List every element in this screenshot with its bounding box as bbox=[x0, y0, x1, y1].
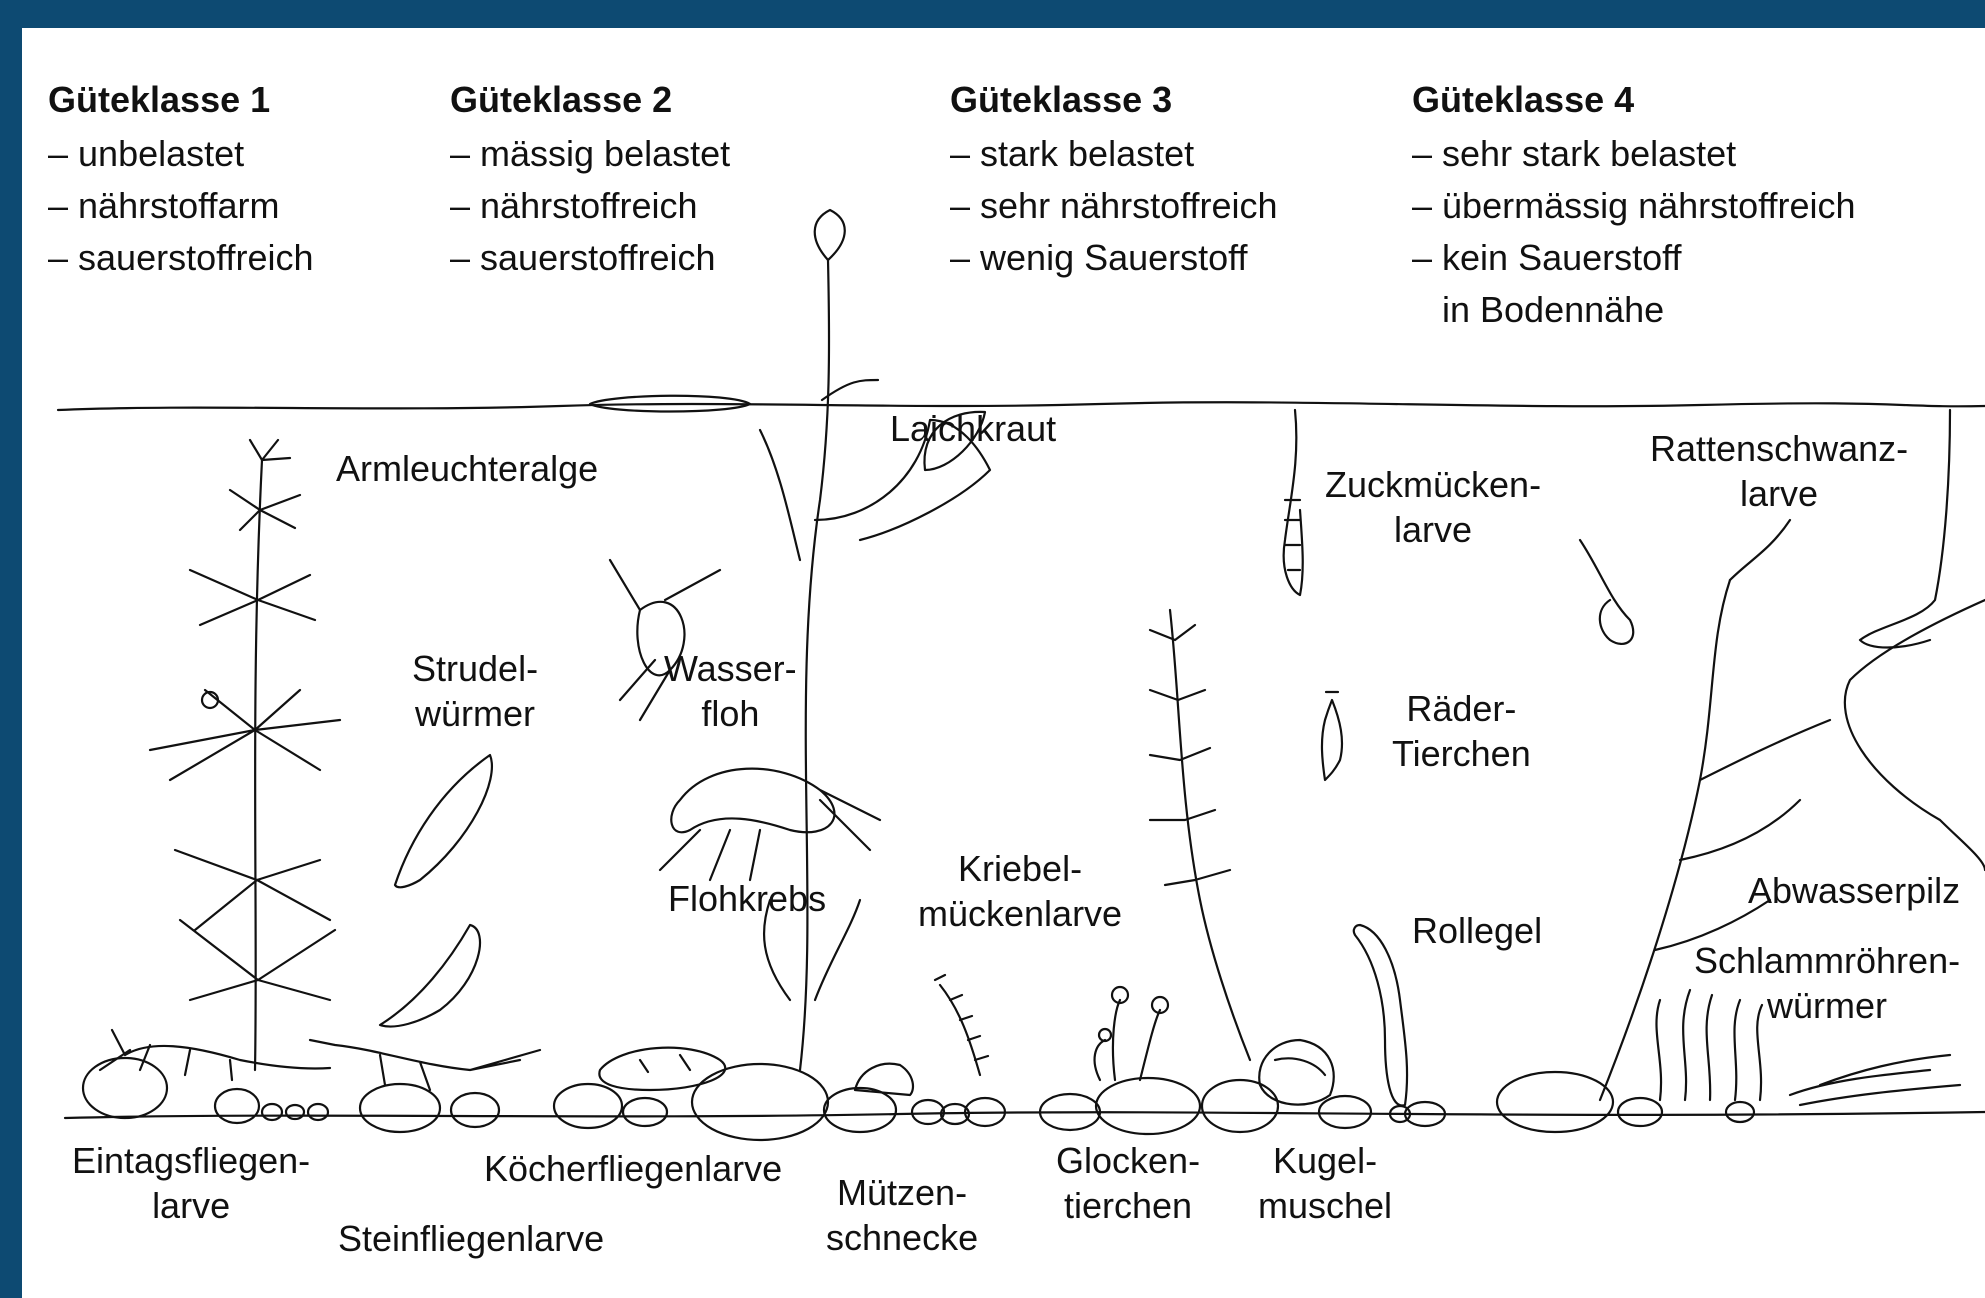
label-zuckmueckenlarve: Zuckmücken- larve bbox=[1325, 462, 1541, 552]
leech-drawing bbox=[1354, 925, 1407, 1105]
class-1-line-1: – unbelastet bbox=[48, 128, 244, 180]
class-4-line-3: – kein Sauerstoff bbox=[1412, 232, 1682, 284]
label-muetzenschnecke-line-2: schnecke bbox=[826, 1215, 978, 1260]
label-kugelmuschel: Kugel- muschel bbox=[1258, 1138, 1392, 1228]
label-kugelmuschel-line-1: Kugel- bbox=[1258, 1138, 1392, 1183]
label-flohkrebs-text: Flohkrebs bbox=[668, 876, 826, 921]
class-3-line-3: – wenig Sauerstoff bbox=[950, 232, 1248, 284]
label-muetzenschnecke-line-1: Mützen- bbox=[826, 1170, 978, 1215]
label-rollegel: Rollegel bbox=[1412, 908, 1542, 953]
pea-clam-drawing bbox=[1259, 1040, 1334, 1105]
label-rollegel-text: Rollegel bbox=[1412, 908, 1542, 953]
label-eintagsfliegenlarve: Eintagsfliegen- larve bbox=[72, 1138, 310, 1228]
label-glockentierchen-line-2: tierchen bbox=[1056, 1183, 1200, 1228]
blackfly-larva-drawing bbox=[935, 975, 988, 1075]
midge-larva-drawing bbox=[1284, 410, 1303, 595]
class-1-title: Güteklasse 1 bbox=[48, 78, 270, 122]
class-1-line-3: – sauerstoffreich bbox=[48, 232, 313, 284]
flatworm-lower-drawing bbox=[380, 925, 480, 1027]
mayfly-larva-drawing bbox=[100, 1030, 330, 1080]
label-abwasserpilz-text: Abwasserpilz bbox=[1748, 868, 1960, 913]
riverbed-stones bbox=[83, 1058, 1754, 1140]
label-rattenschwanzlarve-line-1: Rattenschwanz- bbox=[1650, 426, 1908, 471]
label-zuckmueckenlarve-line-2: larve bbox=[1325, 507, 1541, 552]
class-1-line-2: – nährstoffarm bbox=[48, 180, 279, 232]
class-2-line-1: – mässig belastet bbox=[450, 128, 730, 180]
label-steinfliegenlarve: Steinfliegenlarve bbox=[338, 1216, 604, 1261]
label-wasserfloh: Wasser- floh bbox=[664, 646, 797, 736]
label-steinfliegenlarve-text: Steinfliegenlarve bbox=[338, 1216, 604, 1261]
flatworm-upper-drawing bbox=[395, 755, 492, 887]
label-kriebelmueckenlarve: Kriebel- mückenlarve bbox=[918, 846, 1122, 936]
class-4-title: Güteklasse 4 bbox=[1412, 78, 1634, 122]
label-strudelwuermer: Strudel- würmer bbox=[412, 646, 538, 736]
label-zuckmueckenlarve-line-1: Zuckmücken- bbox=[1325, 462, 1541, 507]
mud-fibres-drawing bbox=[1790, 1055, 1960, 1105]
label-strudelwuermer-line-2: würmer bbox=[412, 691, 538, 736]
label-schlammroehrenwuermer-line-1: Schlammröhren- bbox=[1694, 938, 1960, 983]
label-koecherfliegenlarve: Köcherfliegenlarve bbox=[484, 1146, 782, 1191]
limpet-drawing bbox=[855, 1064, 913, 1095]
label-muetzenschnecke: Mützen- schnecke bbox=[826, 1170, 978, 1260]
label-raedertierchen-line-2: Tierchen bbox=[1392, 731, 1531, 776]
label-flohkrebs: Flohkrebs bbox=[668, 876, 826, 921]
label-laichkraut: Laichkraut bbox=[890, 406, 1056, 451]
waterweed-plant bbox=[1150, 610, 1250, 1060]
label-raedertierchen-line-1: Räder- bbox=[1392, 686, 1531, 731]
caddisfly-larva-case-drawing bbox=[599, 1048, 725, 1090]
label-kriebelmueckenlarve-line-2: mückenlarve bbox=[918, 891, 1122, 936]
label-schlammroehrenwuermer: Schlammröhren- würmer bbox=[1694, 938, 1960, 1028]
label-strudelwuermer-line-1: Strudel- bbox=[412, 646, 538, 691]
label-wasserfloh-line-1: Wasser- bbox=[664, 646, 797, 691]
class-4-line-2: – übermässig nährstoffreich bbox=[1412, 180, 1856, 232]
class-2-line-2: – nährstoffreich bbox=[450, 180, 697, 232]
label-koecherfliegenlarve-text: Köcherfliegenlarve bbox=[484, 1146, 782, 1191]
label-glockentierchen: Glocken- tierchen bbox=[1056, 1138, 1200, 1228]
label-kugelmuschel-line-2: muschel bbox=[1258, 1183, 1392, 1228]
class-4-line-4: in Bodennähe bbox=[1442, 284, 1664, 336]
label-armleuchteralge-text: Armleuchteralge bbox=[336, 446, 598, 491]
label-armleuchteralge: Armleuchteralge bbox=[336, 446, 598, 491]
pondweed-plant bbox=[760, 210, 990, 1070]
label-rattenschwanzlarve-line-2: larve bbox=[1650, 471, 1908, 516]
sewage-outcrop-drawing bbox=[1845, 600, 1985, 870]
amphipod-drawing bbox=[660, 769, 880, 880]
class-2-line-3: – sauerstoffreich bbox=[450, 232, 715, 284]
rotifer-drawing bbox=[1322, 692, 1342, 780]
label-eintagsfliegenlarve-line-1: Eintagsfliegen- bbox=[72, 1138, 310, 1183]
label-glockentierchen-line-1: Glocken- bbox=[1056, 1138, 1200, 1183]
riverbed-line bbox=[65, 1112, 1985, 1118]
class-3-line-2: – sehr nährstoffreich bbox=[950, 180, 1278, 232]
label-wasserfloh-line-2: floh bbox=[664, 691, 797, 736]
stonefly-larva-drawing bbox=[310, 1040, 540, 1090]
label-kriebelmueckenlarve-line-1: Kriebel- bbox=[918, 846, 1122, 891]
class-4-line-1: – sehr stark belastet bbox=[1412, 128, 1736, 180]
bell-animalcule-drawing bbox=[1095, 987, 1168, 1080]
label-eintagsfliegenlarve-line-2: larve bbox=[72, 1183, 310, 1228]
label-laichkraut-text: Laichkraut bbox=[890, 406, 1056, 451]
class-2-title: Güteklasse 2 bbox=[450, 78, 672, 122]
label-abwasserpilz: Abwasserpilz bbox=[1748, 868, 1960, 913]
label-raedertierchen: Räder- Tierchen bbox=[1392, 686, 1531, 776]
label-rattenschwanzlarve: Rattenschwanz- larve bbox=[1650, 426, 1908, 516]
label-schlammroehrenwuermer-line-2: würmer bbox=[1694, 983, 1960, 1028]
class-3-line-1: – stark belastet bbox=[950, 128, 1194, 180]
stonewort-plant bbox=[150, 440, 340, 1070]
class-3-title: Güteklasse 3 bbox=[950, 78, 1172, 122]
